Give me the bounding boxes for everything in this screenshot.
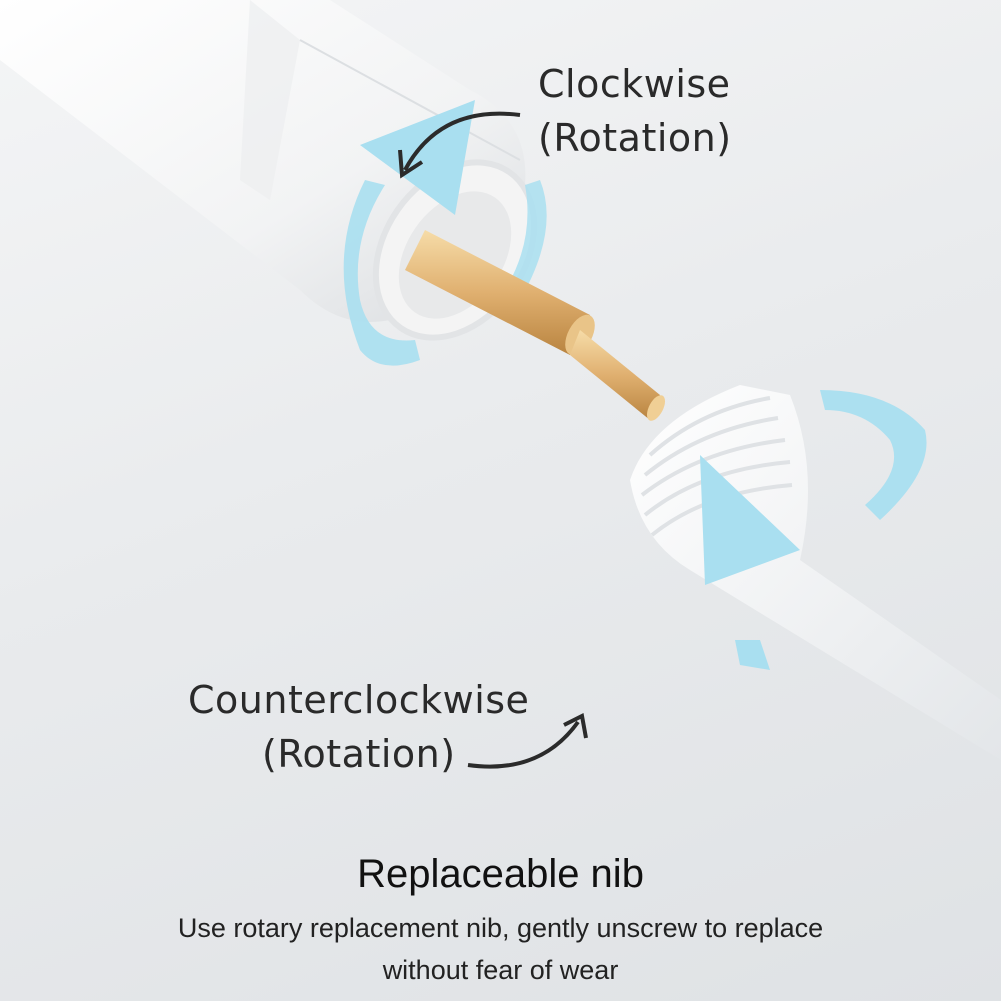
caption-title: Replaceable nib [357, 852, 644, 896]
pen-body [0, 0, 538, 341]
replaceable-nib [630, 385, 1001, 760]
caption-line-1: Use rotary replacement nib, gently unscr… [177, 913, 824, 943]
pointer-arrow-icon [467, 713, 588, 769]
counterclockwise-rotation-label: (Rotation) [262, 732, 456, 776]
caption-line-2: without fear of wear [382, 955, 619, 985]
clockwise-arrow-icon [343, 100, 547, 366]
clockwise-label: Clockwise [538, 62, 731, 106]
clockwise-rotation-label: (Rotation) [538, 116, 732, 160]
counterclockwise-label: Counterclockwise [188, 678, 530, 722]
counterclockwise-arrow-icon [700, 390, 927, 670]
pointer-arrow-icon [398, 111, 521, 179]
gold-pin [405, 230, 666, 421]
